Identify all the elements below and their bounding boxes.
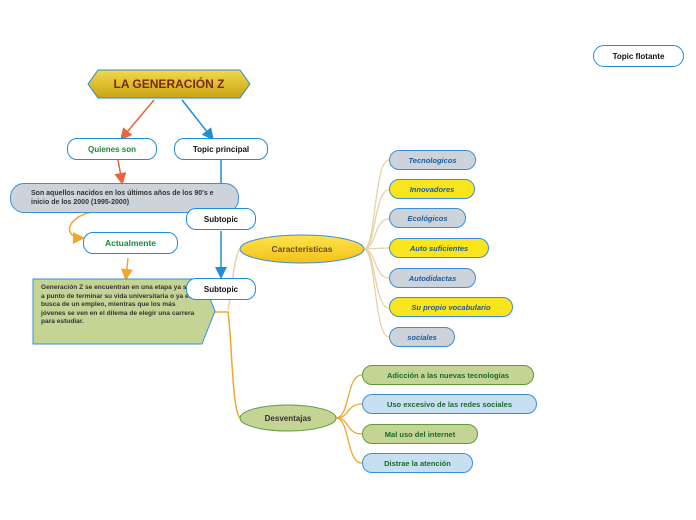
desventaja-item-label: Mal uso del internet xyxy=(384,429,456,439)
caracteristica-item-label: Tecnologicos xyxy=(408,155,457,165)
actualmente-label: Actualmente xyxy=(104,238,156,248)
desventaja-item-label: Uso excesivo de las redes sociales xyxy=(386,399,513,409)
desventaja-item-label: Distrae la atención xyxy=(384,458,451,468)
caracteristicas-shape xyxy=(239,234,365,264)
caracteristicas-node[interactable]: Características xyxy=(240,235,364,263)
caracteristica-item-label: Auto suficientes xyxy=(409,243,469,253)
actualmente-description-node[interactable]: Generación Z se encuentran en una etapa … xyxy=(33,279,203,344)
connector-desc-actualmente xyxy=(68,211,93,244)
floating-topic[interactable]: Topic flotante xyxy=(593,45,684,67)
central-title-text: LA GENERACIÓN Z xyxy=(113,77,225,91)
desventajas-node[interactable]: Desventajas xyxy=(240,405,336,431)
subtopic-label-2: Subtopic xyxy=(203,284,239,294)
floating-topic-label: Topic flotante xyxy=(612,51,665,61)
caracteristica-item-auto-suficientes[interactable]: Auto suficientes xyxy=(389,238,489,258)
caracteristica-item-label: Su propio vocabulario xyxy=(411,302,491,312)
line-subtopic-to-caracteristicas xyxy=(227,248,241,311)
line-subtopic-to-desventajas xyxy=(214,311,241,419)
desventaja-item-atencion[interactable]: Distrae la atención xyxy=(362,453,473,473)
arrow-title-to-quienes xyxy=(120,99,155,141)
caracteristicas-connectors xyxy=(363,159,390,338)
quienes-description-text: Son aquellos nacidos en los últimos años… xyxy=(31,189,214,207)
caracteristica-item-sociales[interactable]: sociales xyxy=(389,327,455,347)
caracteristica-item-label: Innovadores xyxy=(409,184,455,194)
subtopic-node-1[interactable]: Subtopic xyxy=(186,208,256,230)
desventaja-item-redes[interactable]: Uso excesivo de las redes sociales xyxy=(362,394,537,414)
quienes-son-node[interactable]: Quienes son xyxy=(67,138,157,160)
desventaja-item-internet[interactable]: Mal uso del internet xyxy=(362,424,478,444)
arrow-quienes-to-desc xyxy=(114,159,127,185)
actualmente-description-text: Generación Z se encuentran en una etapa … xyxy=(41,284,195,326)
arrow-title-to-topic-principal xyxy=(181,99,214,141)
caracteristica-item-label: sociales xyxy=(407,332,437,342)
central-title[interactable]: LA GENERACIÓN Z xyxy=(98,70,240,98)
title-shape xyxy=(87,69,251,99)
caracteristica-item-label: Ecológicos xyxy=(407,213,448,223)
desventajas-shape xyxy=(239,404,337,432)
topic-principal-label: Topic principal xyxy=(192,144,250,154)
desventaja-item-label: Adicción a las nuevas tecnologías xyxy=(386,370,510,380)
caracteristica-item-tecnologicos[interactable]: Tecnologicos xyxy=(389,150,476,170)
caracteristica-item-innovadores[interactable]: Innovadores xyxy=(389,179,475,199)
subtopic-label-1: Subtopic xyxy=(203,214,239,224)
caracteristica-item-ecologicos[interactable]: Ecológicos xyxy=(389,208,466,228)
desventaja-item-adiccion[interactable]: Adicción a las nuevas tecnologías xyxy=(362,365,534,385)
arrow-actualmente-to-desc xyxy=(120,257,133,281)
quienes-son-label: Quienes son xyxy=(87,144,136,154)
actualmente-node[interactable]: Actualmente xyxy=(83,232,178,254)
topic-principal-node[interactable]: Topic principal xyxy=(174,138,268,160)
desventajas-label: Desventajas xyxy=(264,413,312,423)
desventajas-connectors xyxy=(335,374,363,464)
caracteristica-item-vocabulario[interactable]: Su propio vocabulario xyxy=(389,297,513,317)
quienes-description-node[interactable]: Son aquellos nacidos en los últimos años… xyxy=(10,183,239,213)
actualmente-description-shape xyxy=(32,278,216,345)
subtopic-node-2[interactable]: Subtopic xyxy=(186,278,256,300)
caracteristica-item-autodidactas[interactable]: Autodidactas xyxy=(389,268,476,288)
caracteristicas-label: Características xyxy=(271,244,333,254)
caracteristica-item-label: Autodidactas xyxy=(408,273,457,283)
